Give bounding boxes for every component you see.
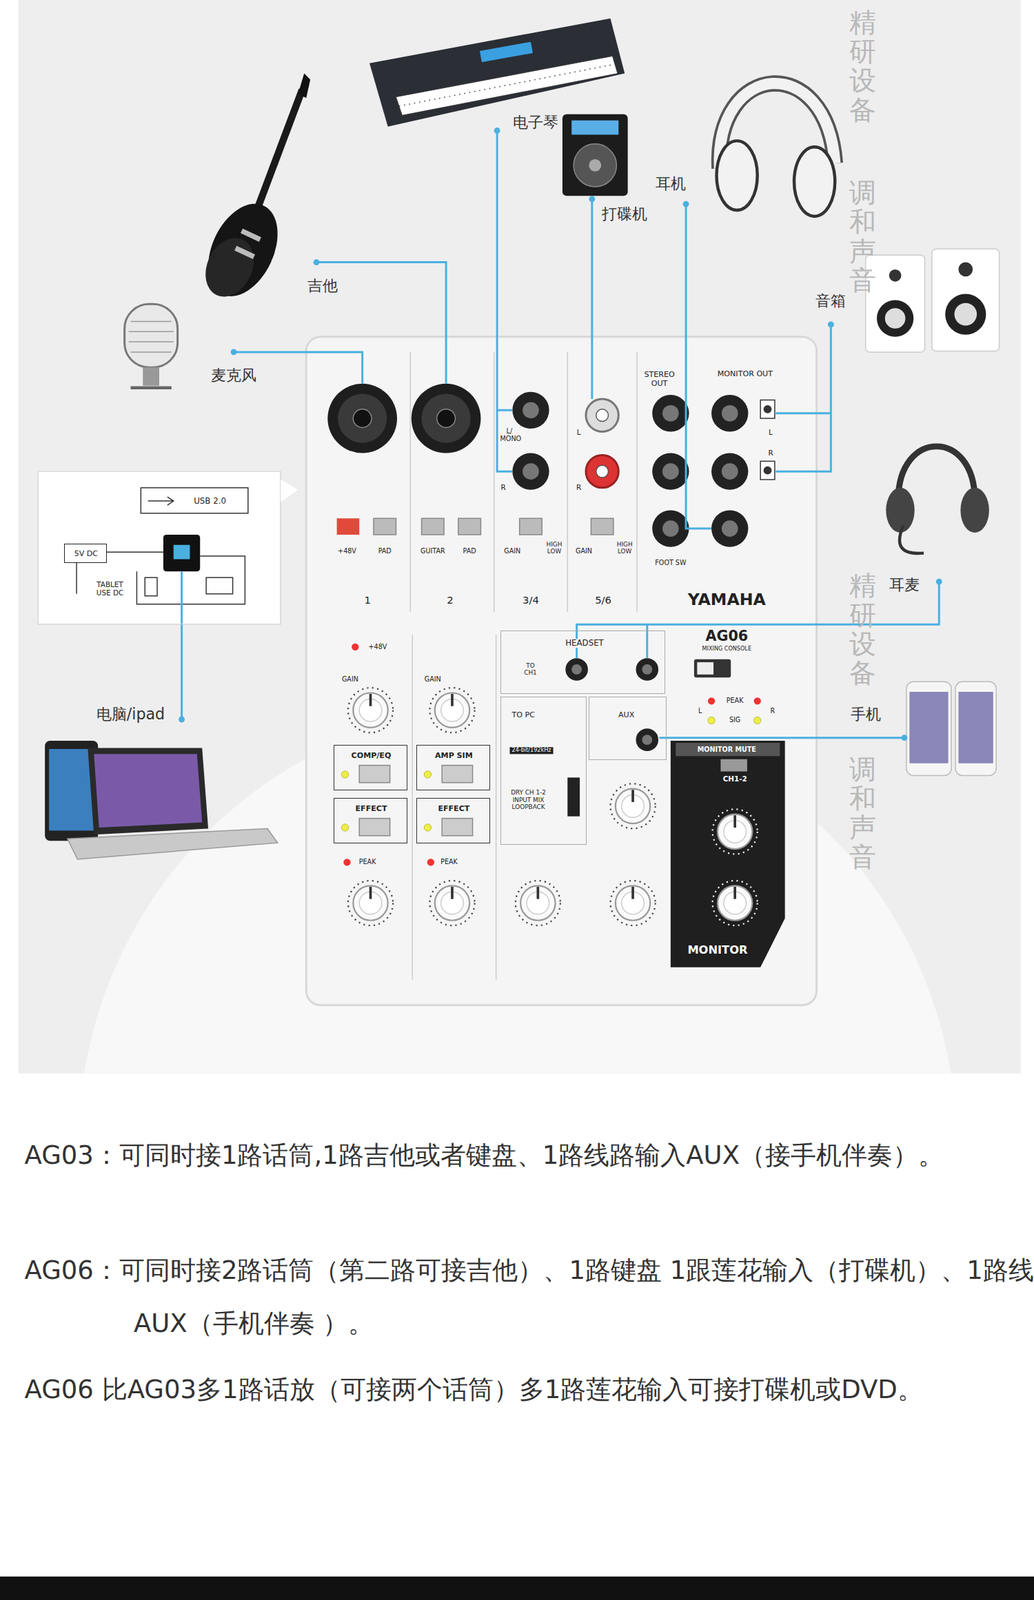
device-label: 打碟机	[601, 205, 648, 224]
panel-label: HIGH LOW	[543, 541, 566, 555]
effect-button-box: AMP SIM	[416, 745, 491, 792]
panel-label: 1	[363, 594, 371, 606]
panel-label: L	[576, 428, 582, 438]
panel-label: STEREO OUT	[638, 370, 682, 389]
aux-section: AUX	[588, 696, 667, 761]
panel-label: HIGH LOW	[613, 541, 637, 555]
device-label: 电脑/ipad	[96, 705, 165, 724]
device-label: 耳麦	[889, 576, 920, 595]
panel-label: YAMAHA	[687, 590, 766, 610]
node-text: COMP/EQ	[351, 751, 392, 761]
node-text: MONITOR	[687, 943, 748, 957]
panel-label: R	[770, 707, 776, 716]
panel-label: R	[500, 483, 506, 493]
panel-label: PEAK	[359, 858, 377, 867]
panel-label: MIXING CONSOLE	[702, 645, 752, 653]
watermark: 调和声音	[849, 755, 877, 873]
node-text: 24-bit/192kHz	[509, 747, 553, 755]
panel-label: L	[768, 428, 773, 438]
node-text: AUX	[618, 710, 635, 720]
effect-button-box: COMP/EQ	[333, 745, 408, 792]
node-text: 5V DC	[74, 550, 98, 560]
panel-label: L/ MONO	[500, 427, 520, 443]
node-text: MONITOR MUTE	[697, 745, 757, 754]
panel-label: +48V	[337, 547, 357, 555]
node-text: TO CH1	[521, 662, 540, 677]
panel-label: PEAK	[440, 858, 458, 867]
monitor-section: MONITOR MUTE CH1-2MONITOR	[670, 741, 786, 968]
node-text: CH1-2	[723, 775, 748, 784]
panel-label: PEAK	[726, 697, 744, 706]
node-text: TABLET USE DC	[89, 581, 131, 598]
panel-label: GAIN	[503, 547, 521, 555]
power-input-box: 5V DC	[64, 543, 107, 564]
panel-label: 3/4	[522, 594, 540, 606]
panel-label: FOOT SW	[654, 559, 686, 568]
node-text: EFFECT	[437, 804, 470, 814]
panel-label: R	[767, 449, 773, 458]
watermark: 调和声音	[849, 178, 877, 296]
effect-button-box: EFFECT	[333, 798, 408, 845]
watermark: 精研设备	[849, 8, 877, 125]
node-text: AMP SIM	[434, 751, 473, 761]
panel-label: SIG	[729, 716, 741, 725]
node-text: USB 2.0	[193, 497, 227, 507]
panel-label: GAIN	[424, 676, 442, 684]
device-label: 音箱	[815, 292, 846, 311]
panel-label: PAD	[463, 547, 477, 555]
panel-label: 2	[446, 594, 453, 606]
description-paragraph: AG06：可同时接2路话筒（第二路可接吉他）、1路键盘 1跟莲花输入（打碟机）、…	[24, 1244, 1034, 1351]
panel-label: GAIN	[575, 547, 593, 555]
panel-label: MONITOR OUT	[717, 370, 773, 380]
device-label: 耳机	[655, 175, 686, 194]
usb-section: TO PC 24-bit/192kHzDRY CH 1-2 INPUT MIX L…	[500, 696, 588, 846]
usb-inset: USB 2.0TABLET USE DC 5V DC	[37, 471, 281, 625]
device-label: 手机	[850, 705, 881, 724]
node-text: HEADSET	[563, 639, 606, 649]
description-paragraph: AG06 比AG03多1路话放（可接两个话筒）多1路莲花输入可接打碟机或DVD。	[24, 1363, 1015, 1417]
effect-button-box: EFFECT	[416, 798, 491, 845]
node-text: DRY CH 1-2 INPUT MIX LOOPBACK	[503, 789, 553, 811]
device-label: 电子琴	[512, 113, 559, 132]
watermark: 精研设备	[849, 571, 877, 688]
device-label: 吉他	[307, 277, 338, 296]
panel-label: AG06	[705, 628, 748, 646]
panel-label: R	[576, 483, 582, 493]
node-text: TO PC	[511, 710, 535, 720]
panel-label: GUITAR	[420, 547, 446, 555]
panel-label: PAD	[378, 547, 392, 555]
panel-label: GAIN	[341, 676, 359, 684]
description-paragraph: AG03：可同时接1路话筒,1路吉他或者键盘、1路线路输入AUX（接手机伴奏）。	[24, 1129, 1034, 1183]
panel-label: 5/6	[594, 594, 612, 606]
panel-label: L	[698, 707, 702, 716]
headset-section: HEADSET TO CH1	[500, 630, 666, 695]
node-text: EFFECT	[355, 804, 387, 814]
panel-label: +48V	[368, 643, 387, 651]
device-label: 麦克风	[210, 366, 257, 385]
